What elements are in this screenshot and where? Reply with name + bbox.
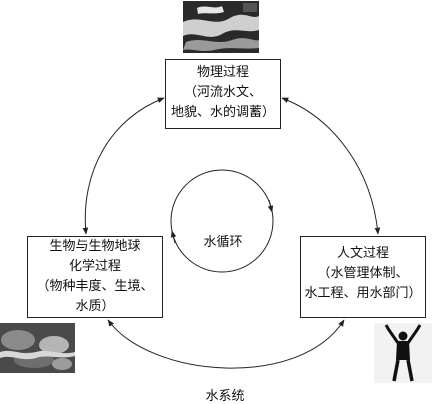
water-system-label: 水系统 — [205, 389, 245, 404]
water-cycle-circle — [170, 169, 274, 273]
arc-physical-to-human — [281, 97, 381, 235]
biological-process-detail-2: 水质） — [75, 299, 115, 314]
person-raising-arms-photo — [374, 323, 432, 383]
biological-process-title-1: 生物与生物地球 — [49, 239, 141, 254]
arc-biological-to-human — [107, 319, 345, 369]
river-rapids-photo — [183, 1, 259, 53]
water-cycle-label: 水循环 — [203, 235, 243, 250]
physical-process-detail-2: 地貌、水的调蓄） — [170, 105, 275, 120]
human-process-title: 人文过程 — [336, 246, 389, 261]
human-process-detail-1: （水管理体制、 — [317, 266, 409, 281]
biological-process-title-2: 化学过程 — [68, 259, 121, 274]
physical-process-title: 物理过程 — [196, 65, 249, 80]
biological-process-detail-1: （物种丰度、生境、 — [36, 279, 154, 294]
human-process-box: 人文过程 （水管理体制、 水工程、用水部门） — [300, 236, 426, 318]
cycle-arrow-right — [267, 199, 274, 213]
physical-process-box: 物理过程 （河流水文、 地貌、水的调蓄） — [165, 59, 281, 129]
rocks-stream-photo — [0, 323, 75, 373]
biological-process-box: 生物与生物地球 化学过程 （物种丰度、生境、 水质） — [27, 236, 163, 318]
arc-physical-to-biological — [82, 97, 165, 235]
cycle-arrow-left — [170, 230, 177, 244]
human-process-detail-2: 水工程、用水部门） — [304, 286, 422, 301]
physical-process-detail-1: （河流水文、 — [183, 85, 262, 100]
